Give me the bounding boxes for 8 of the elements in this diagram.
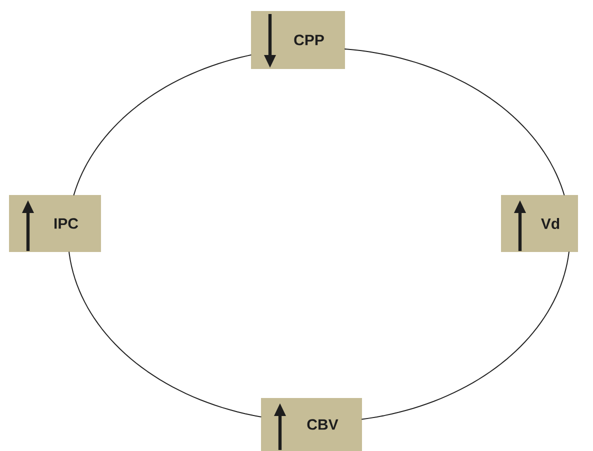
label-box: CBV: [261, 398, 362, 451]
connector-arc: [68, 252, 262, 418]
connector-arc: [361, 252, 570, 420]
label-box: IPC: [9, 195, 101, 252]
connector-arc: [73, 54, 252, 196]
connector-arc: [344, 48, 565, 196]
label-box: CPP: [251, 11, 345, 69]
label-box: Vd: [501, 195, 578, 252]
